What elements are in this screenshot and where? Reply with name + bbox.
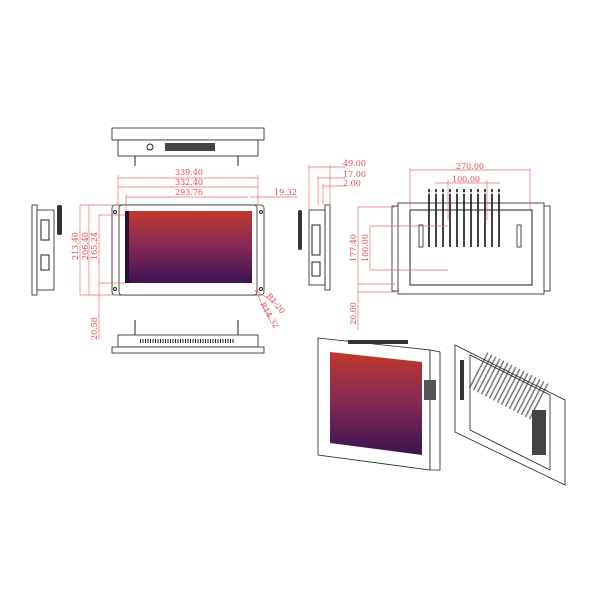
back-view: 270.00 100.00 177.40 100.00 20.00 bbox=[349, 162, 551, 330]
dim-side-offset: 19.32 bbox=[274, 188, 297, 197]
left-side-view bbox=[31, 204, 62, 296]
perspective-front-view bbox=[317, 337, 441, 471]
dim-bottom-offset: 20.58 bbox=[90, 317, 99, 340]
dim-vesa-width: 100.00 bbox=[452, 175, 480, 184]
front-view: 339.40 332.40 293.76 19.32 213.40 206.40… bbox=[71, 168, 298, 340]
dim-height-active: 165.24 bbox=[90, 232, 99, 260]
dim-mount-height: 177.40 bbox=[349, 234, 358, 262]
dim-height-overall: 213.40 bbox=[71, 232, 80, 260]
dim-depth-front: 17.00 bbox=[343, 170, 366, 179]
perspective-back-view bbox=[454, 344, 566, 486]
dim-depth-total: 49.00 bbox=[343, 159, 366, 168]
dim-vesa-height: 100.00 bbox=[361, 234, 370, 262]
dim-back-bottom-offset: 20.00 bbox=[349, 302, 358, 325]
dim-width-bezel: 332.40 bbox=[175, 178, 203, 187]
screen-display bbox=[125, 211, 252, 283]
bottom-view bbox=[111, 320, 265, 354]
dim-width-active: 293.76 bbox=[175, 188, 203, 197]
right-side-view: 49.00 17.00 2.00 bbox=[298, 159, 366, 291]
dim-width-overall: 339.40 bbox=[175, 168, 203, 177]
dim-depth-lip: 2.00 bbox=[343, 179, 361, 188]
dim-mount-width: 270.00 bbox=[456, 162, 484, 171]
top-view bbox=[111, 127, 265, 166]
dim-height-bezel: 206.40 bbox=[81, 232, 90, 260]
